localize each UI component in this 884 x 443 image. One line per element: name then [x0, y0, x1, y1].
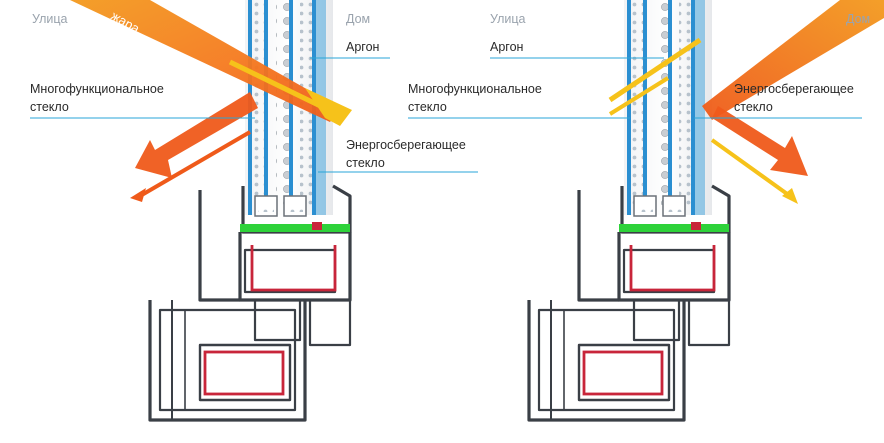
right-steel-reinforcement [582, 350, 664, 396]
right-outside-label: Улица [490, 12, 526, 26]
left-energy-label-2: стекло [346, 156, 385, 170]
right-inside-label: Дом [846, 12, 871, 26]
left-heat-arrow-reflect [135, 92, 258, 178]
right-heat-arrow-in [702, 0, 884, 120]
left-multifunctional-label-1: Многофункциональное [30, 82, 164, 96]
right-heat-arrow-reflect [712, 106, 808, 176]
right-heat-arrow-reflect-yellow [710, 138, 792, 198]
right-glazing-unit [624, 0, 712, 217]
left-heat-arrow-reflect2 [138, 130, 252, 198]
right-multifunctional-label-1: Многофункциональное [408, 82, 542, 96]
right-sash-reinforcement [629, 245, 716, 292]
left-heat-arrow-yellow-line [228, 59, 347, 121]
left-outside-label: Улица [32, 12, 68, 26]
left-argon-label: Аргон [346, 40, 380, 54]
left-multifunctional-label-2: стекло [30, 100, 69, 114]
left-energy-label-1: Энергосберегающее [346, 138, 466, 152]
right-window-section [408, 0, 884, 422]
left-inside-label: Дом [346, 12, 371, 26]
left-window-section [30, 0, 478, 422]
right-argon-label: Аргон [490, 40, 524, 54]
right-heat-ray-yellow-2 [608, 76, 670, 116]
right-heat-ray-yellow-1 [608, 37, 702, 103]
right-seal [619, 224, 729, 232]
left-sash-reinforcement [250, 245, 337, 292]
left-pvc-profile-icon [148, 184, 352, 422]
left-steel-reinforcement [203, 350, 285, 396]
right-multifunctional-label-2: стекло [408, 100, 447, 114]
left-seal [240, 224, 350, 232]
right-energy-label-1: Энергосберегающее [734, 82, 854, 96]
left-heat-arrow-in [70, 0, 340, 122]
right-pvc-profile-icon [527, 184, 731, 422]
right-energy-label-2: стекло [734, 100, 773, 114]
